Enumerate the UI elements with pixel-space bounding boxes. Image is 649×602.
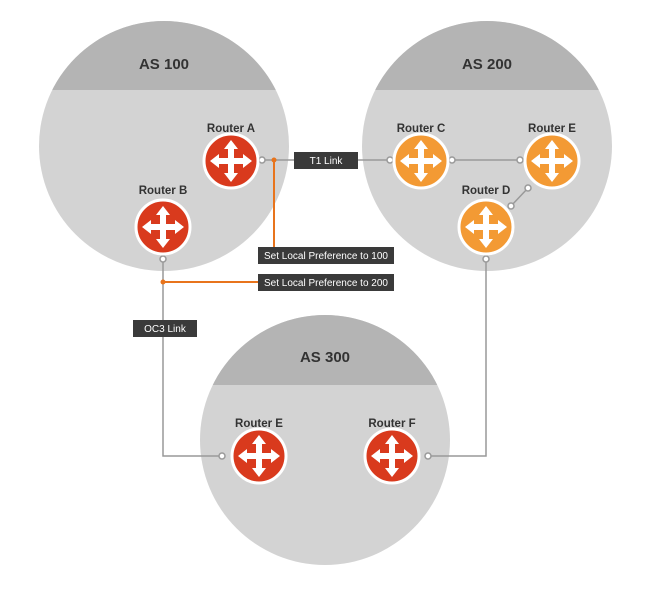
t1-link-label: T1 Link xyxy=(310,156,344,167)
as-300-title: AS 300 xyxy=(300,349,350,366)
as-200-header xyxy=(362,21,612,90)
router-b-label: Router B xyxy=(139,185,188,197)
endpoint-dot xyxy=(218,452,226,460)
endpoint-dot xyxy=(516,156,524,164)
endpoint-dot xyxy=(386,156,394,164)
router-c: Router C xyxy=(392,123,450,190)
as-100-region: AS 100 xyxy=(39,21,289,271)
router-e-as300: Router E xyxy=(230,418,288,485)
router-f-label: Router F xyxy=(368,418,415,430)
router-f: Router F xyxy=(363,418,421,485)
as-100-title: AS 100 xyxy=(139,56,189,73)
router-e-as200: Router E xyxy=(523,123,581,190)
router-d: Router D xyxy=(457,185,515,256)
router-e-as300-label: Router E xyxy=(235,418,283,430)
endpoint-dot xyxy=(424,452,432,460)
as-300-header xyxy=(200,315,450,385)
endpoint-dot xyxy=(482,255,490,263)
endpoint-dot xyxy=(159,255,167,263)
oc3-link-tag: OC3 Link xyxy=(133,320,197,337)
pref-100-tag: Set Local Preference to 100 xyxy=(258,247,394,264)
endpoint-dot xyxy=(507,202,515,210)
pref-200-label: Set Local Preference to 200 xyxy=(264,278,388,289)
router-e-as200-label: Router E xyxy=(528,123,576,135)
router-d-label: Router D xyxy=(462,185,511,197)
t1-link-tag: T1 Link xyxy=(294,152,358,169)
as-200-title: AS 200 xyxy=(462,56,512,73)
pref-100-label: Set Local Preference to 100 xyxy=(264,251,388,262)
endpoint-dot xyxy=(258,156,266,164)
pref-200-tag: Set Local Preference to 200 xyxy=(258,274,394,291)
endpoint-dot xyxy=(448,156,456,164)
oc3-link-label: OC3 Link xyxy=(144,324,187,335)
endpoint-dot xyxy=(524,184,532,192)
router-a-label: Router A xyxy=(207,123,255,135)
as-100-header xyxy=(39,21,289,90)
router-e-d-link xyxy=(510,187,529,207)
pref-200-junction-dot xyxy=(160,279,166,285)
router-d-f-link xyxy=(428,259,487,457)
router-a: Router A xyxy=(202,123,260,190)
pref-100-junction-dot xyxy=(271,157,277,163)
router-b: Router B xyxy=(134,185,192,256)
as-300-region: AS 300 xyxy=(200,315,450,565)
router-c-label: Router C xyxy=(397,123,446,135)
